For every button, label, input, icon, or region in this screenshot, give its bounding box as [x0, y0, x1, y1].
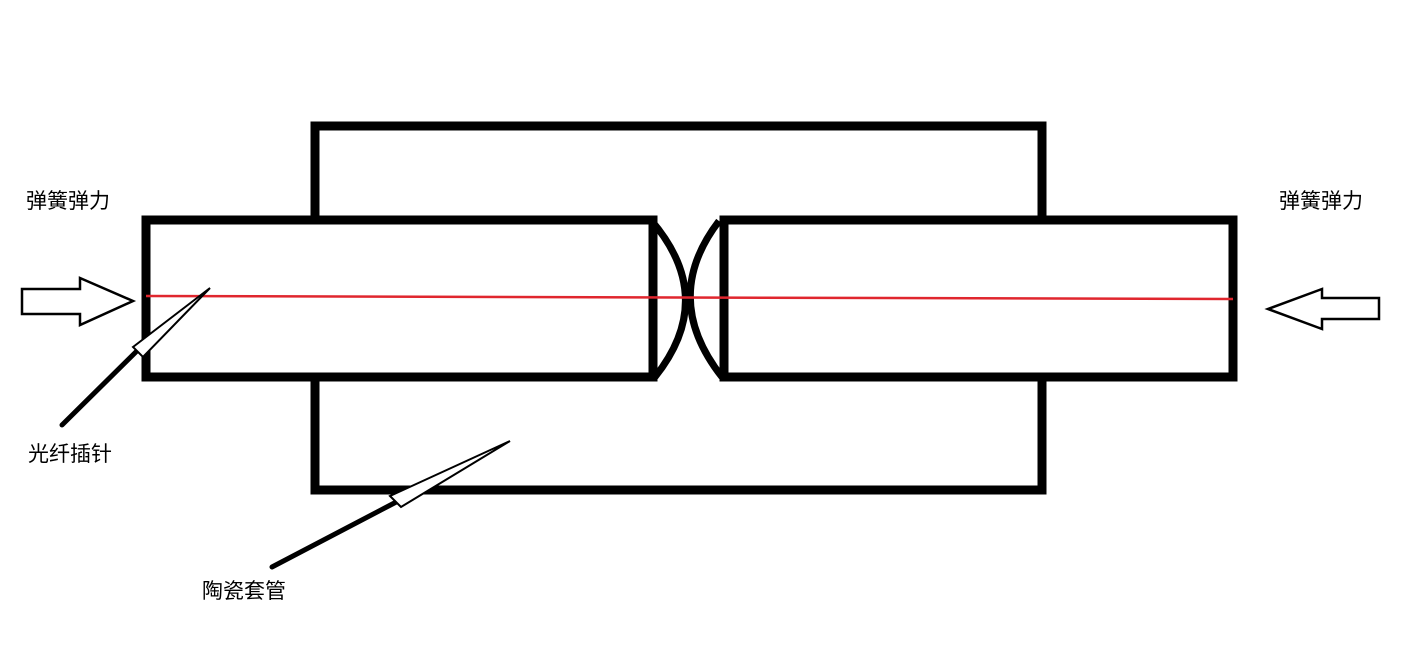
right-ferrule-convex-end — [686, 218, 725, 380]
spring-force-label-right: 弹簧弹力 — [1279, 189, 1363, 213]
ceramic-sleeve-label: 陶瓷套管 — [202, 579, 286, 603]
sleeve-leader-pointer — [388, 440, 511, 509]
sleeve-leader-arrow — [269, 440, 511, 570]
hollow-arrow-left-icon — [1264, 287, 1381, 331]
sleeve-leader-line — [269, 496, 405, 570]
sleeve-top-outline — [310, 121, 1047, 217]
fiber-core-line — [145, 294, 1234, 301]
ferrule-leader-arrow — [59, 287, 211, 428]
fiber-ferrule-label: 光纤插针 — [28, 442, 112, 466]
left-ferrule-body — [141, 215, 658, 382]
spring-force-label-left: 弹簧弹力 — [26, 189, 110, 213]
ferrule-leader-pointer — [131, 287, 211, 359]
sleeve-bottom-outline — [310, 380, 1047, 495]
ceramic-sleeve — [310, 121, 1047, 495]
hollow-arrow-right-icon — [20, 276, 137, 327]
ferrule-leader-line — [59, 337, 151, 428]
